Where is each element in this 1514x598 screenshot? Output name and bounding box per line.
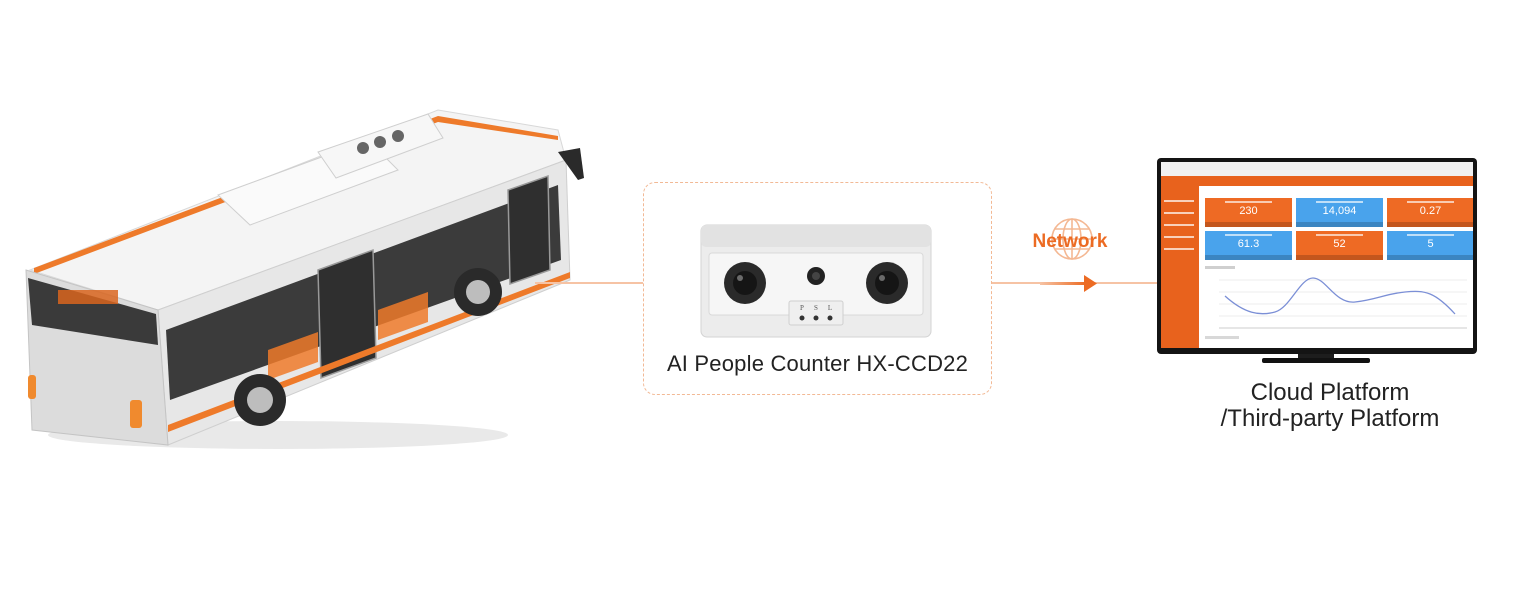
stat-value: 14,094 [1322,205,1357,217]
stat-tile: 0.27 [1387,198,1473,227]
stat-value: 230 [1239,205,1258,217]
dashboard-screen: 230 14,094 0.27 61.3 52 5 [1161,162,1473,348]
daily-statistics-chart [1205,266,1467,339]
people-counter-camera: P S L [700,224,932,338]
monitor-stand [1298,354,1334,360]
bus-illustration [25,109,584,449]
stat-tile: 5 [1387,231,1473,260]
stat-value: 61.3 [1237,238,1260,250]
cloud-label-line2: /Third-party Platform [1220,405,1440,432]
network-label: Network [1032,231,1108,252]
app-header [1161,176,1473,186]
indicator-letter: P [800,304,804,312]
device-card: P S L AI People Counter HX-CCD22 [643,182,992,395]
stat-value: 52 [1333,238,1346,250]
stat-tile: 52 [1296,231,1383,260]
stat-value: 5 [1427,238,1434,250]
dashboard-sidebar [1161,186,1199,348]
cloud-platform-label: Cloud Platform /Third-party Platform [1160,380,1500,432]
stat-tile: 230 [1205,198,1292,227]
monitor: 230 14,094 0.27 61.3 52 5 [1157,158,1477,354]
cloud-label-line1: Cloud Platform [1250,379,1410,406]
indicator-letter: S [814,304,818,312]
stat-tile: 14,094 [1296,198,1383,227]
stat-tile: 61.3 [1205,231,1292,260]
browser-bar [1161,162,1473,177]
globe-icon [1051,218,1093,260]
stat-value: 0.27 [1419,205,1442,217]
monitor-base [1262,358,1370,363]
connector-bus-to-device [535,282,643,284]
arrow-right-icon [1040,275,1097,292]
indicator-letter: L [828,304,832,312]
device-label: AI People Counter HX-CCD22 [666,351,969,376]
